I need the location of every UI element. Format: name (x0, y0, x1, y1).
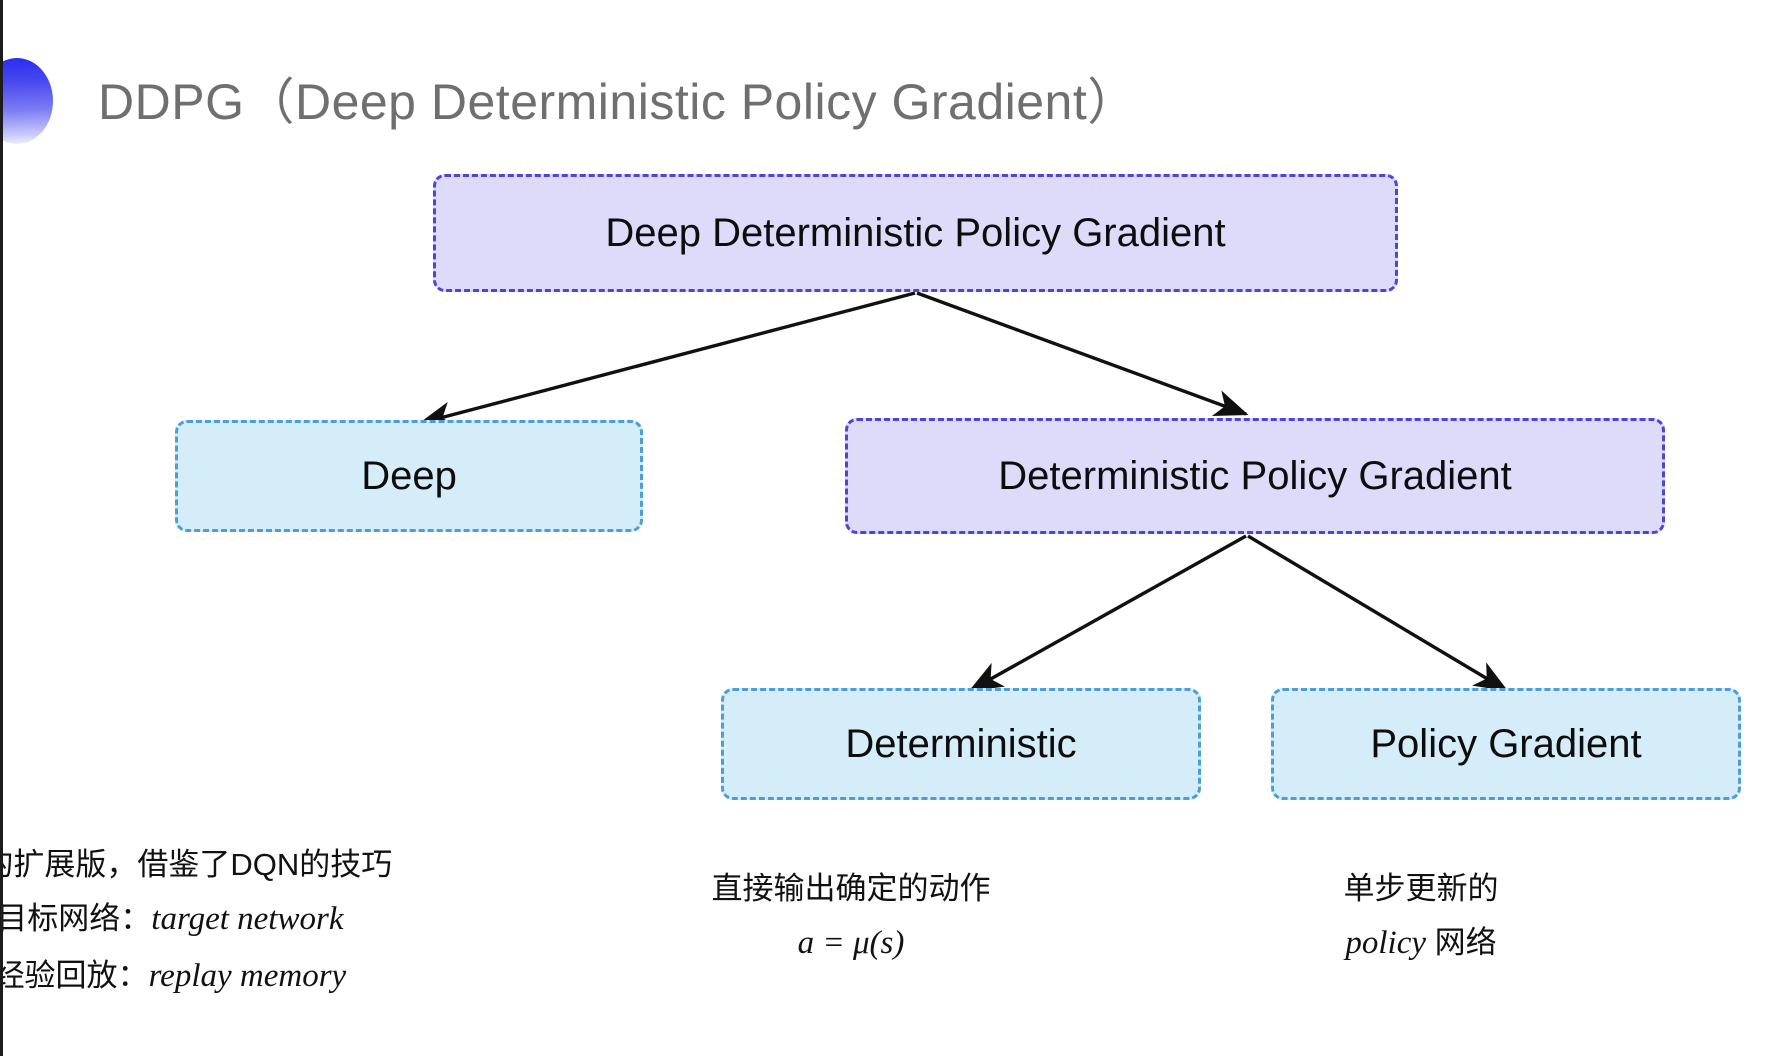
title-decoration-icon (3, 58, 53, 144)
node-label: Deep Deterministic Policy Gradient (605, 211, 1226, 255)
note-policy-gradient-suffix: 网络 (1426, 925, 1497, 961)
node-deterministic-policy-gradient[interactable]: Deterministic Policy Gradient (845, 418, 1665, 534)
note-deep-line2: 目标网络：target network (0, 891, 392, 948)
note-policy-gradient-term: policy (1345, 925, 1426, 962)
note-deep-line3-label: 经验回放： (0, 958, 149, 994)
node-deep[interactable]: Deep (175, 420, 643, 532)
node-label: Policy Gradient (1370, 722, 1642, 766)
note-deep-line2-label: 目标网络： (0, 901, 152, 937)
arrow-root-to-dpg (916, 291, 1249, 416)
note-deep-line3-term: replay memory (148, 958, 347, 995)
note-deterministic: 直接输出确定的动作 a = μ(s) (712, 862, 991, 972)
page-title: DDPG（Deep Deterministic Policy Gradient） (98, 74, 1138, 130)
node-label: Deterministic (845, 722, 1077, 766)
note-policy-gradient-line2: policy 网络 (1344, 915, 1499, 972)
arrow-dpg-to-deterministic (968, 534, 1247, 692)
arrow-root-to-deep (418, 291, 916, 429)
node-label: Deterministic Policy Gradient (998, 454, 1512, 498)
note-deterministic-line1: 直接输出确定的动作 (711, 871, 991, 906)
arrow-dpg-to-policy-gradient (1247, 534, 1509, 692)
node-deep-deterministic-policy-gradient[interactable]: Deep Deterministic Policy Gradient (433, 174, 1398, 292)
note-deep-line2-term: target network (151, 901, 344, 938)
node-deterministic[interactable]: Deterministic (721, 688, 1201, 800)
note-deep-line1: DQN的扩展版，借鉴了DQN的技巧 (3, 847, 393, 882)
note-deep: DQN的扩展版，借鉴了DQN的技巧 目标网络：target network 经验… (0, 838, 393, 1005)
note-deterministic-formula: a = μ(s) (797, 925, 905, 962)
note-deep-line3: 经验回放：replay memory (0, 948, 392, 1005)
note-policy-gradient-line1: 单步更新的 (1343, 871, 1499, 906)
node-policy-gradient[interactable]: Policy Gradient (1271, 688, 1741, 800)
node-label: Deep (361, 454, 457, 498)
note-policy-gradient: 单步更新的 policy 网络 (1344, 862, 1499, 972)
